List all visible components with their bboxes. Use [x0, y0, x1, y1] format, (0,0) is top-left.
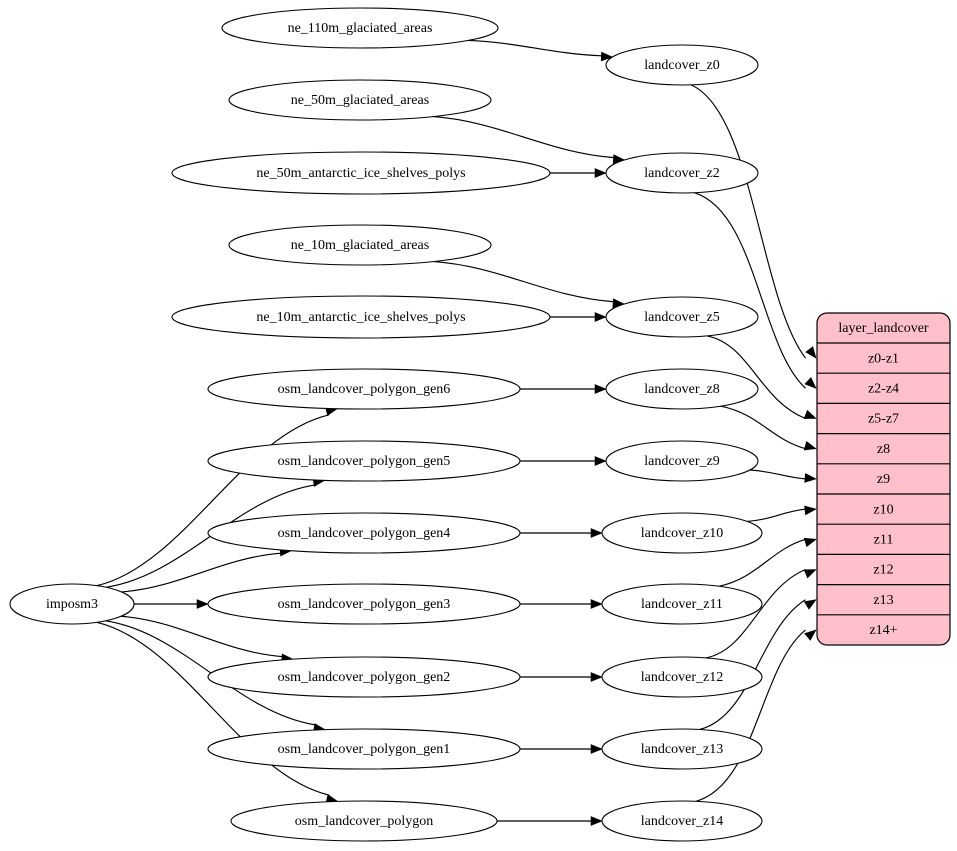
node-shape [228, 224, 492, 266]
node-landcover_z10[interactable]: landcover_z10 [601, 512, 763, 554]
edge-arrowhead [594, 384, 607, 394]
node-shape [207, 368, 521, 410]
edge-ne_50m_glaciated_areas-landcover_z2 [433, 116, 615, 159]
edge-arrowhead [803, 537, 817, 548]
edge-ne_110m_glaciated_areas-landcover_z0 [468, 39, 602, 57]
edge-arrowhead [805, 346, 817, 359]
node-shape [601, 800, 763, 842]
edge-arrowhead [590, 744, 603, 754]
edge-landcover_z12-to-table [705, 568, 806, 659]
node-ne_110m_glaciated_areas[interactable]: ne_110m_glaciated_areas [221, 7, 499, 49]
node-osm_landcover_polygon_gen6[interactable]: osm_landcover_polygon_gen6 [207, 368, 521, 410]
edge-landcover_z2-to-table [694, 192, 806, 389]
edge-arrowhead [196, 599, 209, 609]
node-shape [171, 151, 551, 195]
edge-landcover_z0-to-table [690, 84, 806, 359]
node-shape [601, 656, 763, 698]
edge-landcover_z9-to-table [749, 469, 806, 480]
layer-landcover-table: layer_landcoverz0-z1z2-z4z5-z7z8z9z10z11… [816, 312, 951, 646]
node-shape [221, 7, 499, 49]
edge-arrowhead [594, 456, 607, 466]
node-landcover_z8[interactable]: landcover_z8 [605, 368, 759, 410]
edges-layer [96, 39, 817, 826]
node-landcover_z14[interactable]: landcover_z14 [601, 800, 763, 842]
node-shape [9, 583, 135, 625]
table-row[interactable] [817, 373, 950, 403]
table-row[interactable] [817, 494, 950, 524]
edge-arrowhead [590, 528, 603, 538]
edge-arrowhead [803, 441, 817, 451]
node-shape [601, 728, 763, 770]
node-ne_50m_antarctic_ice_shelves_polys[interactable]: ne_50m_antarctic_ice_shelves_polys [171, 151, 551, 195]
edge-arrowhead [804, 473, 817, 483]
table-row[interactable] [817, 615, 950, 645]
node-landcover_z13[interactable]: landcover_z13 [601, 728, 763, 770]
node-imposm3[interactable]: imposm3 [9, 583, 135, 625]
edge-arrowhead [590, 599, 603, 609]
node-landcover_z12[interactable]: landcover_z12 [601, 656, 763, 698]
node-shape [605, 368, 759, 410]
node-osm_landcover_polygon_gen5[interactable]: osm_landcover_polygon_gen5 [207, 440, 521, 482]
table-body [816, 312, 951, 646]
node-shape [605, 44, 759, 86]
node-osm_landcover_polygon_gen4[interactable]: osm_landcover_polygon_gen4 [207, 512, 521, 554]
edge-landcover_z14-to-table [695, 629, 806, 802]
node-ne_10m_antarctic_ice_shelves_polys[interactable]: ne_10m_antarctic_ice_shelves_polys [171, 295, 551, 339]
edge-landcover_z8-to-table [720, 405, 806, 450]
edge-arrowhead [594, 312, 607, 322]
node-shape [605, 296, 759, 338]
edge-imposm3-osm_landcover_polygon_gen4 [121, 552, 282, 593]
node-osm_landcover_polygon_gen3[interactable]: osm_landcover_polygon_gen3 [207, 583, 521, 625]
table-row[interactable] [817, 464, 950, 494]
table-row[interactable] [817, 403, 950, 433]
edge-arrowhead [804, 505, 817, 516]
edge-arrowhead [804, 377, 817, 389]
node-osm_landcover_polygon[interactable]: osm_landcover_polygon [230, 800, 498, 842]
node-shape [601, 512, 763, 554]
node-ne_50m_glaciated_areas[interactable]: ne_50m_glaciated_areas [228, 79, 492, 121]
table-row[interactable] [817, 524, 950, 554]
edge-arrowhead [803, 599, 817, 610]
node-landcover_z11[interactable]: landcover_z11 [601, 583, 763, 625]
edge-arrowhead [590, 672, 603, 682]
edge-arrowhead [803, 409, 817, 419]
node-shape [207, 656, 521, 698]
edge-landcover_z5-to-table [706, 335, 806, 420]
node-osm_landcover_polygon_gen1[interactable]: osm_landcover_polygon_gen1 [207, 728, 521, 770]
node-shape [605, 440, 759, 482]
edge-landcover_z11-to-table [718, 538, 806, 587]
edge-arrowhead [600, 51, 614, 62]
edge-landcover_z10-to-table [747, 508, 806, 523]
node-shape [207, 728, 521, 770]
edge-imposm3-osm_landcover_polygon [96, 621, 330, 796]
edge-imposm3-osm_landcover_polygon_gen6 [96, 414, 329, 587]
node-shape [171, 295, 551, 339]
node-shape [207, 583, 521, 625]
edge-arrowhead [594, 168, 607, 178]
node-ne_10m_glaciated_areas[interactable]: ne_10m_glaciated_areas [228, 224, 492, 266]
node-osm_landcover_polygon_gen2[interactable]: osm_landcover_polygon_gen2 [207, 656, 521, 698]
edge-arrowhead [803, 569, 817, 579]
nodes-layer: imposm3 ne_110m_glaciated_areas ne_50m_gla… [9, 7, 763, 842]
node-shape [605, 152, 759, 194]
edge-ne_10m_glaciated_areas-landcover_z5 [433, 260, 614, 303]
node-shape [228, 79, 492, 121]
node-landcover_z2[interactable]: landcover_z2 [605, 152, 759, 194]
table-row[interactable] [817, 434, 950, 464]
table-row[interactable] [817, 343, 950, 373]
edge-imposm3-osm_landcover_polygon_gen2 [120, 615, 283, 658]
edge-arrowhead [590, 816, 603, 826]
node-shape [230, 800, 498, 842]
table-row[interactable] [817, 585, 950, 615]
node-shape [601, 583, 763, 625]
node-landcover_z0[interactable]: landcover_z0 [605, 44, 759, 86]
node-shape [207, 440, 521, 482]
node-shape [207, 512, 521, 554]
edge-arrowhead [804, 629, 817, 641]
table-row[interactable] [817, 554, 950, 584]
node-landcover_z5[interactable]: landcover_z5 [605, 296, 759, 338]
node-landcover_z9[interactable]: landcover_z9 [605, 440, 759, 482]
